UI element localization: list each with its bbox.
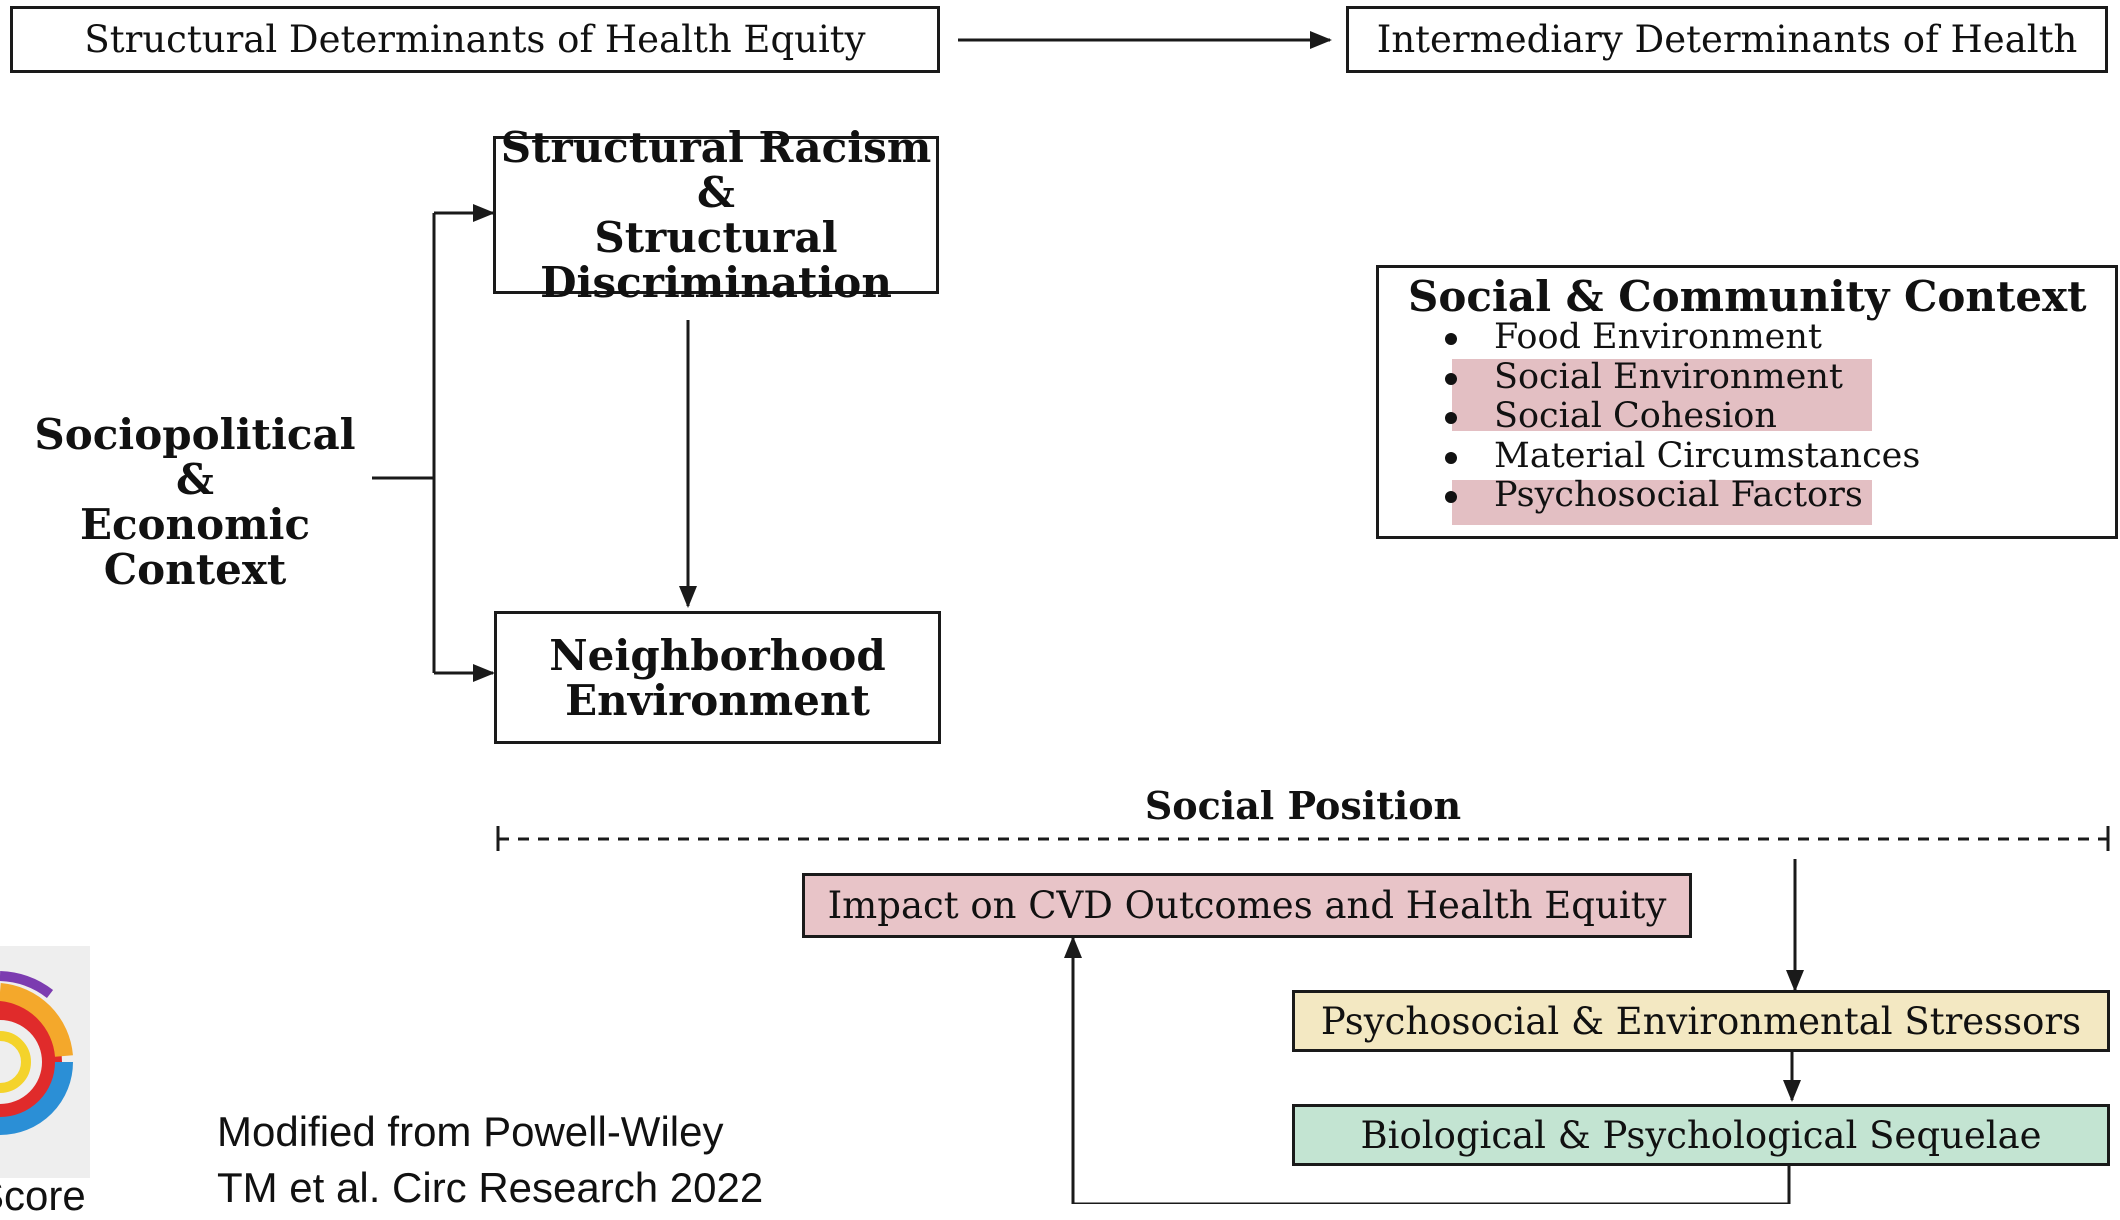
- intermediary-determinants-label: Intermediary Determinants of Health: [1376, 18, 2078, 61]
- biological-sequelae-label: Biological & Psychological Sequelae: [1360, 1113, 2042, 1157]
- social-community-context-title: Social & Community Context: [1408, 272, 2087, 321]
- social-position-label: Social Position: [1144, 783, 1462, 828]
- psychosocial-stressors-label: Psychosocial & Environmental Stressors: [1320, 999, 2082, 1043]
- donut-icon: [0, 971, 73, 1135]
- sociopolitical-context-label: Sociopolitical & Economic Context: [34, 410, 356, 594]
- structural-determinants-label: Structural Determinants of Health Equity: [84, 18, 866, 61]
- bullet-icon: [1445, 333, 1457, 345]
- arrow-feedback-to-cvd: [1064, 936, 1791, 1204]
- altmetric-badge[interactable]: [0, 946, 90, 1178]
- biological-sequelae-box: Biological & Psychological Sequelae: [1292, 1104, 2110, 1166]
- neighborhood-environment-box: Neighborhood Environment: [494, 611, 941, 744]
- citation-caption: Modified from Powell-Wiley TM et al. Cir…: [217, 1108, 764, 1211]
- bullet-icon: [1445, 491, 1457, 503]
- bullet-icon: [1445, 451, 1457, 464]
- cvd-outcomes-label: Impact on CVD Outcomes and Health Equity: [827, 884, 1667, 927]
- psychosocial-stressors-box: Psychosocial & Environmental Stressors: [1292, 990, 2110, 1052]
- intermediary-determinants-header: Intermediary Determinants of Health: [1346, 6, 2108, 73]
- structural-determinants-header: Structural Determinants of Health Equity: [10, 6, 940, 73]
- cvd-outcomes-box: Impact on CVD Outcomes and Health Equity: [802, 873, 1692, 938]
- structural-racism-box: Structural Racism & Structural Discrimin…: [493, 125, 939, 305]
- highlight-social-environment-cohesion: [1452, 359, 1872, 431]
- bullet-icon: [1445, 412, 1457, 424]
- highlight-psychosocial-factors: [1452, 480, 1872, 525]
- bullet-icon: [1445, 372, 1457, 385]
- badge-label: Score: [0, 1172, 86, 1219]
